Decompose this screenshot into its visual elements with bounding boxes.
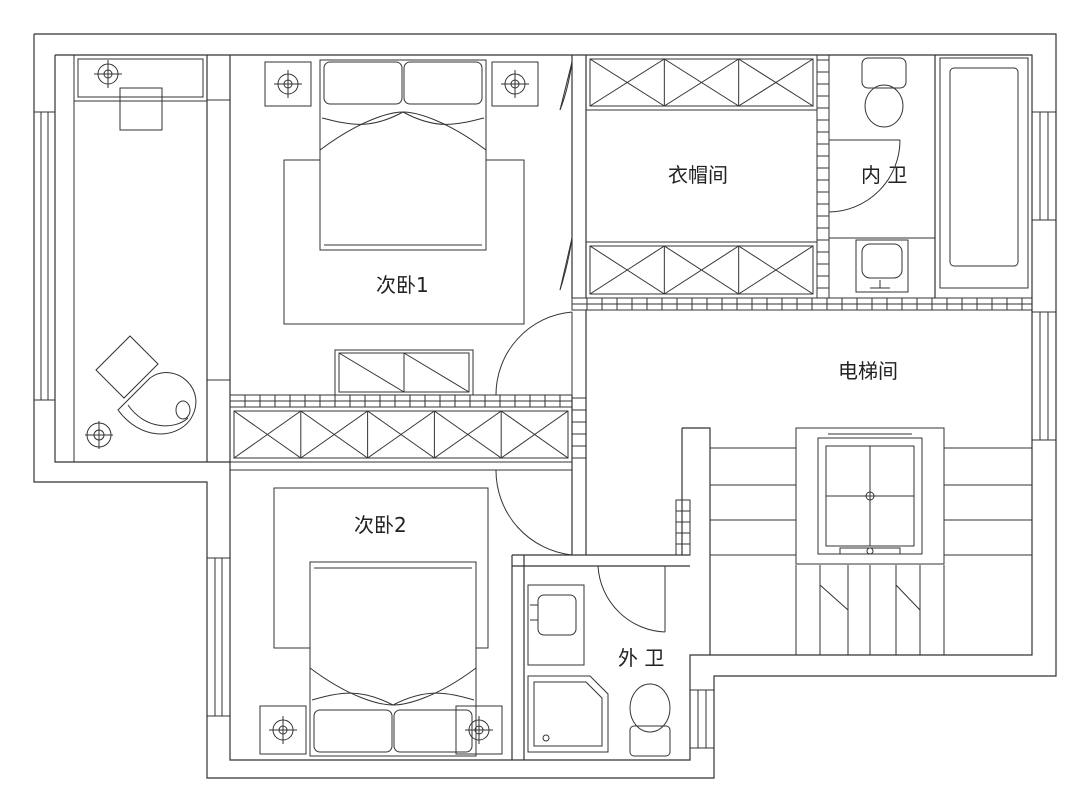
sink-icon	[855, 239, 909, 293]
outer-bath-furniture: 外 卫	[527, 584, 671, 757]
bathtub-icon	[939, 57, 1029, 289]
bedroom1-furniture: 次卧1	[264, 59, 539, 396]
elevator-hall: 电梯间	[710, 359, 1032, 655]
lamp-icon	[94, 60, 122, 88]
elevator-hall-label: 电梯间	[838, 359, 898, 383]
desk-icon	[119, 87, 163, 131]
nightstand-left	[264, 61, 312, 107]
nightstand-left	[259, 705, 307, 755]
toilet-icon	[861, 57, 907, 128]
nightstand-right	[491, 61, 539, 107]
inner-bath-label: 内 卫	[861, 163, 907, 187]
elevator-icon	[795, 427, 945, 565]
bed-icon	[319, 59, 487, 251]
cloakroom-furniture: 衣帽间	[585, 54, 818, 299]
door-swing-icon	[495, 61, 901, 633]
outer-bath-label: 外 卫	[618, 646, 664, 670]
lamp-icon	[85, 421, 113, 449]
chair-icon	[95, 335, 197, 435]
shower-icon	[527, 675, 609, 753]
brick-walls	[229, 59, 1032, 556]
wardrobe-icon	[334, 349, 474, 396]
inner-bath-furniture: 内 卫	[829, 57, 1029, 293]
desk-icon	[73, 100, 208, 463]
cloakroom-label: 衣帽间	[668, 163, 728, 187]
stair-icon	[710, 447, 1032, 655]
study-furniture	[73, 54, 208, 463]
bedroom2-label: 次卧2	[354, 513, 407, 537]
wardrobe-icon	[585, 241, 818, 299]
wardrobe-icon	[585, 54, 818, 111]
window-icon	[33, 111, 1057, 749]
toilet-icon	[629, 683, 671, 757]
bedroom2-furniture: 次卧2	[259, 487, 503, 757]
wardrobe-icon	[229, 406, 573, 463]
bed-icon	[309, 561, 477, 757]
bedroom1-label: 次卧1	[376, 273, 429, 297]
sink-icon	[527, 584, 585, 666]
nightstand-right	[455, 705, 503, 755]
